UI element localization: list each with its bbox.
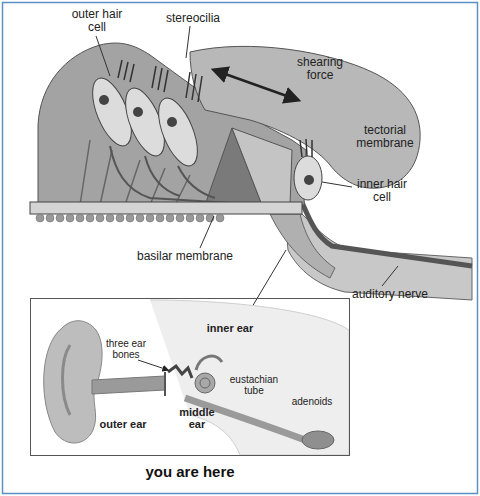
part-label: basilar membrane — [130, 250, 240, 263]
inset-box: you are here — [30, 298, 350, 456]
part-label: shearing force — [290, 56, 350, 82]
caption-text: you are here — [31, 463, 349, 480]
inner-hair-cell-group — [294, 139, 322, 200]
nucleus — [99, 95, 109, 105]
head-outline — [150, 300, 349, 455]
leader-line — [200, 216, 214, 248]
leader-line — [186, 26, 190, 58]
part-label: outer hair cell — [66, 8, 128, 34]
outer-frame — [3, 3, 478, 494]
nucleus — [304, 175, 314, 185]
cochlea — [195, 373, 215, 393]
adenoids — [302, 431, 334, 449]
basilar-membrane — [30, 202, 302, 214]
ear-illustration — [44, 300, 349, 455]
eardrum — [164, 372, 166, 396]
part-label: tectorial membrane — [350, 124, 420, 150]
part-label: inner ear — [200, 322, 260, 334]
part-label: middle ear — [176, 406, 218, 430]
nucleus — [167, 117, 177, 127]
ear-bones — [168, 366, 192, 378]
part-label: eustachian tube — [226, 374, 282, 396]
leader-line — [382, 266, 398, 286]
cochlea-turn — [200, 378, 210, 388]
pinna-fold — [63, 345, 71, 415]
nerve-ending — [110, 146, 280, 206]
part-label: inner hair cell — [354, 178, 410, 204]
bones-arrow — [138, 360, 168, 370]
shearing-arrow — [214, 70, 298, 100]
inner-hair-cell — [294, 156, 322, 200]
part-label: auditory nerve — [340, 288, 440, 301]
nerve-fiber — [300, 198, 472, 266]
stereocilia-bundle — [300, 139, 312, 157]
outer-hair-cell — [151, 93, 206, 171]
part-label: adenoids — [282, 396, 342, 407]
eustachian-tube — [185, 398, 305, 440]
part-label: stereocilia — [158, 12, 228, 25]
membrane-bumps — [36, 214, 224, 222]
ear-canal — [92, 376, 165, 394]
nucleus — [133, 107, 143, 117]
leader-line — [96, 36, 110, 76]
part-label: outer ear — [92, 418, 154, 430]
stereocilia-bundle — [118, 60, 202, 102]
leader-line — [322, 182, 352, 187]
part-label: three ear bones — [100, 338, 152, 360]
spiral-lamina — [270, 214, 335, 278]
inner-support — [232, 128, 292, 205]
semicircular-canal — [196, 356, 222, 370]
